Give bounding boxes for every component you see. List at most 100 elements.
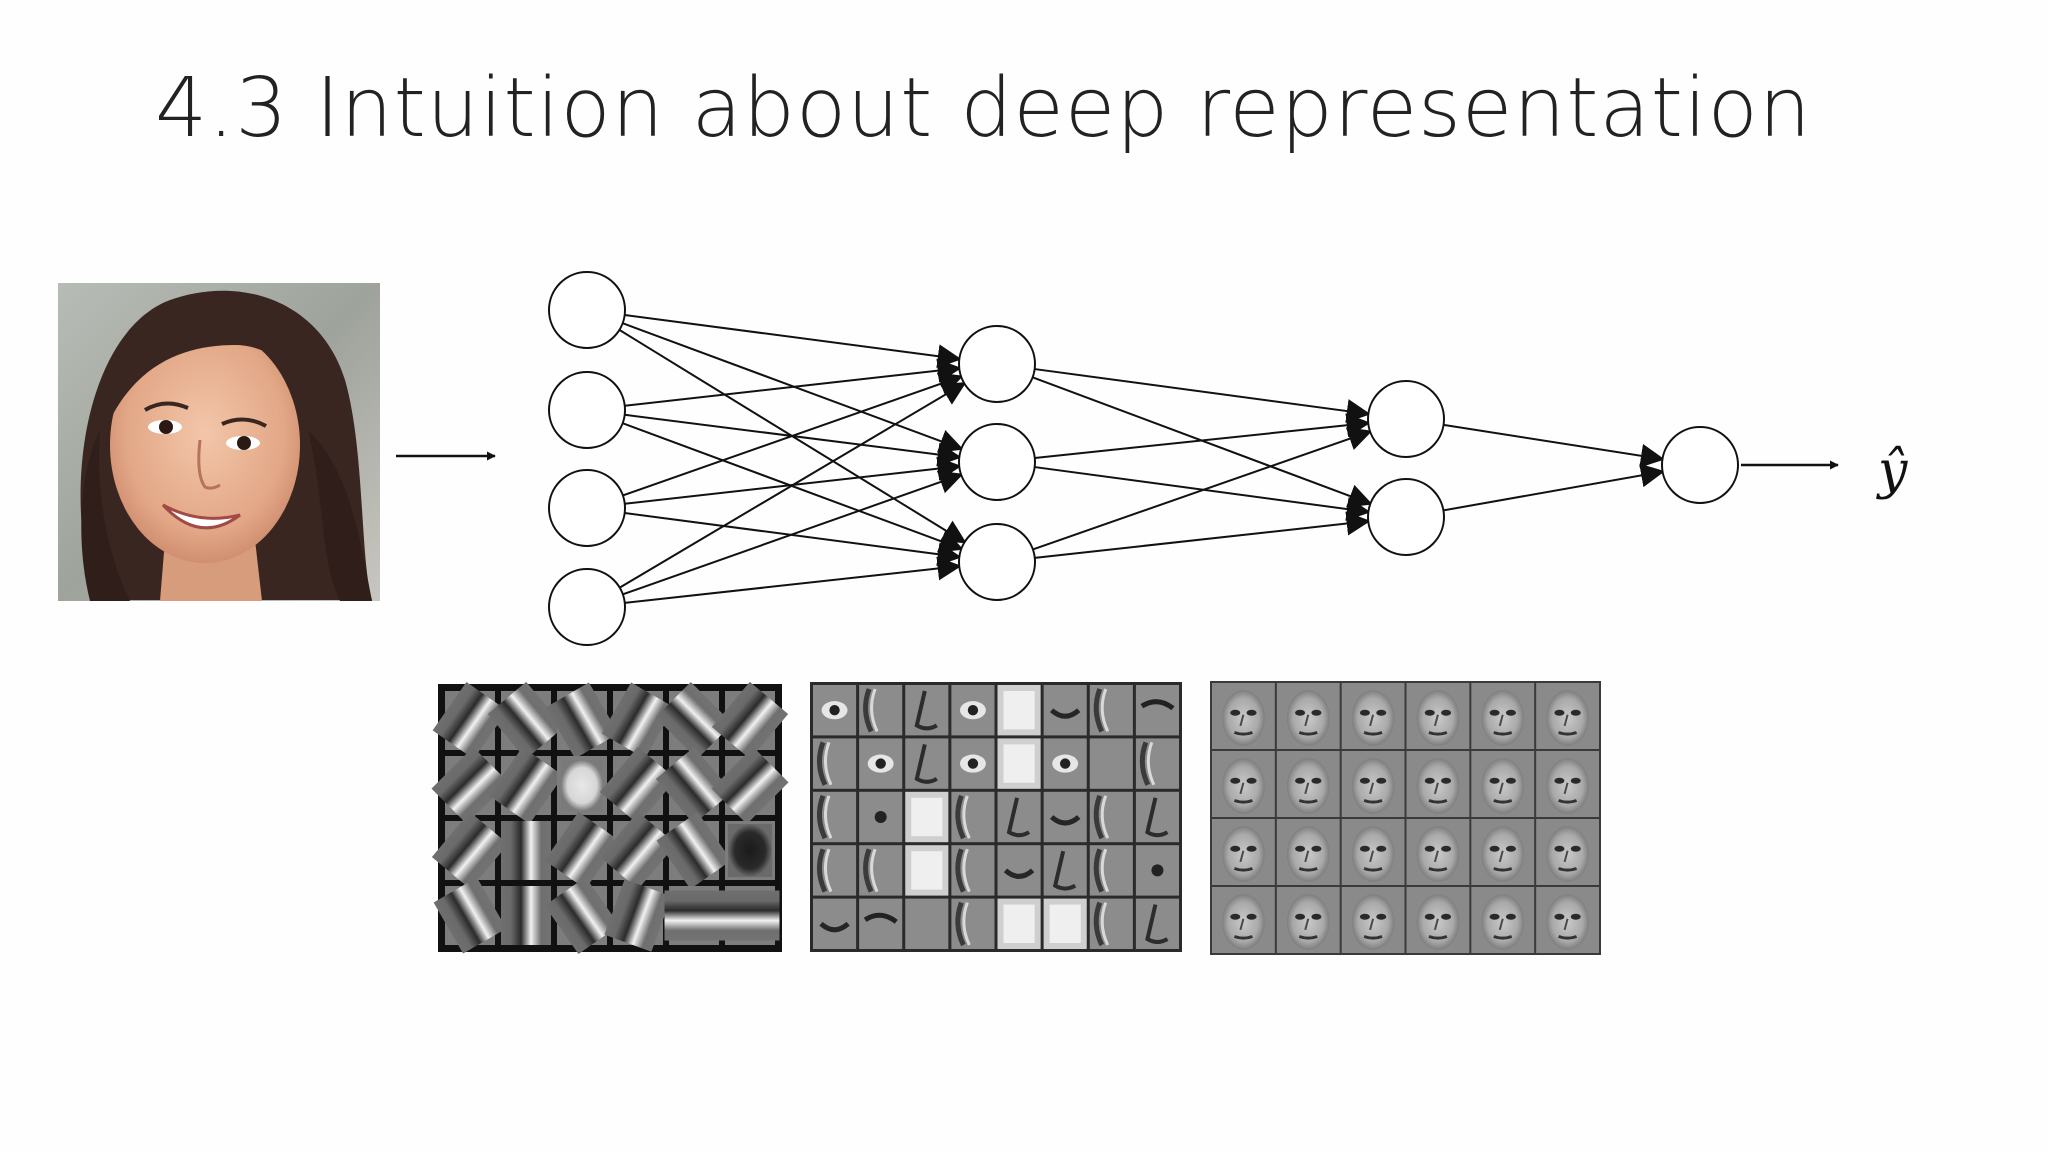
connection-arrow	[624, 556, 962, 604]
face-part-tile	[1043, 738, 1087, 789]
face-part-tile	[905, 738, 949, 789]
neuron-node	[548, 271, 626, 349]
edge-filter-tile	[544, 876, 620, 955]
face-part-tile	[951, 738, 995, 789]
edge-filter-tile	[501, 821, 551, 880]
edge-filter-tile	[720, 886, 780, 945]
edge-filter-tile	[487, 681, 565, 760]
face-part-tile	[1043, 685, 1087, 736]
neuron-node	[958, 423, 1036, 501]
face-part-tile	[951, 898, 995, 949]
face-part-tile	[1043, 791, 1087, 843]
face-part-tile	[905, 845, 949, 896]
connection-arrow	[622, 470, 964, 596]
face-template-tile	[1471, 887, 1535, 953]
face-template-tile	[1212, 887, 1275, 953]
output-label: ŷ	[1876, 441, 1908, 501]
face-part-tile	[1089, 738, 1133, 789]
neuron-node	[958, 523, 1036, 601]
neuron-node	[548, 371, 626, 449]
connection-arrow	[1032, 427, 1373, 551]
face-part-tile	[813, 685, 857, 736]
edge-filter-tile	[545, 682, 619, 759]
face-template-tile	[1536, 683, 1599, 749]
neuron-node	[1661, 426, 1739, 504]
connection-arrow	[1034, 413, 1371, 460]
face-template-tile	[1212, 819, 1275, 885]
edge-filter-tile	[725, 821, 775, 880]
face-part-tile	[905, 685, 949, 736]
edge-filter-tile	[431, 746, 509, 825]
face-part-tile	[997, 791, 1041, 843]
face-template-tile	[1341, 751, 1405, 817]
connection-arrow	[1034, 511, 1371, 559]
face-template-tile	[1406, 887, 1470, 953]
face-template-tile	[1471, 819, 1535, 885]
connection-arrow	[1443, 463, 1665, 512]
face-template-tile	[1536, 751, 1599, 817]
face-template-tile	[1212, 751, 1275, 817]
edge-filter-tile	[433, 877, 507, 954]
connection-arrow	[619, 382, 967, 589]
face-part-tile	[1089, 685, 1133, 736]
panel-frame	[1210, 681, 1601, 955]
edge-filter-tile	[599, 746, 677, 825]
face-part-tile	[997, 845, 1041, 896]
face-part-tile	[1135, 791, 1179, 843]
edge-filter-tile	[664, 886, 724, 945]
face-part-tile	[859, 791, 903, 843]
face-template-tile	[1341, 819, 1405, 885]
network-connections	[618, 313, 1665, 604]
face-part-tile	[813, 791, 857, 843]
face-part-tile	[859, 685, 903, 736]
face-part-tile	[951, 685, 995, 736]
face-part-tile	[1043, 898, 1087, 949]
edge-filter-tile	[711, 681, 789, 760]
face-part-tile	[859, 738, 903, 789]
edge-filter-tile	[601, 682, 675, 759]
neuron-node	[1367, 478, 1445, 556]
connection-arrow	[624, 358, 962, 407]
face-template-tile	[1536, 887, 1599, 953]
face-part-tile	[951, 845, 995, 896]
face-template-tile	[1406, 751, 1470, 817]
network-nodes	[548, 271, 1739, 646]
neuron-node	[548, 568, 626, 646]
connection-arrow	[1443, 423, 1665, 468]
face-template-tile	[1471, 751, 1535, 817]
edge-filter-tile	[432, 681, 508, 760]
edge-filter-tile	[557, 756, 607, 815]
edge-filter-tile	[655, 681, 733, 760]
face-part-tile	[997, 685, 1041, 736]
face-part-tile	[813, 738, 857, 789]
face-template-tile	[1406, 683, 1470, 749]
face-template-tile	[1536, 819, 1599, 885]
face-part-tile	[1089, 898, 1133, 949]
face-part-tile	[997, 738, 1041, 789]
face-part-tile	[1089, 791, 1133, 843]
edge-filter-tile	[501, 886, 551, 945]
edge-detector-panel	[431, 681, 789, 955]
slide-title: 4.3 Intuition about deep representation	[155, 61, 1812, 156]
face-template-tile	[1471, 683, 1535, 749]
connection-arrow	[624, 313, 962, 369]
face-part-tile	[905, 791, 949, 843]
face-part-tile	[997, 898, 1041, 949]
face-parts-panel	[810, 682, 1182, 952]
whole-faces-panel	[1210, 681, 1601, 955]
edge-filter-tile	[431, 811, 509, 890]
face-part-tile	[859, 898, 903, 949]
edge-filter-tile	[604, 879, 672, 952]
neuron-node	[548, 469, 626, 547]
face-template-tile	[1276, 683, 1340, 749]
edge-filter-tile	[655, 746, 733, 825]
connection-arrow	[1034, 368, 1371, 423]
face-part-tile	[951, 791, 995, 843]
edge-filter-tile	[711, 746, 789, 825]
face-template-tile	[1341, 683, 1405, 749]
face-part-tile	[905, 898, 949, 949]
edge-filter-tile	[656, 811, 732, 890]
face-template-tile	[1212, 683, 1275, 749]
